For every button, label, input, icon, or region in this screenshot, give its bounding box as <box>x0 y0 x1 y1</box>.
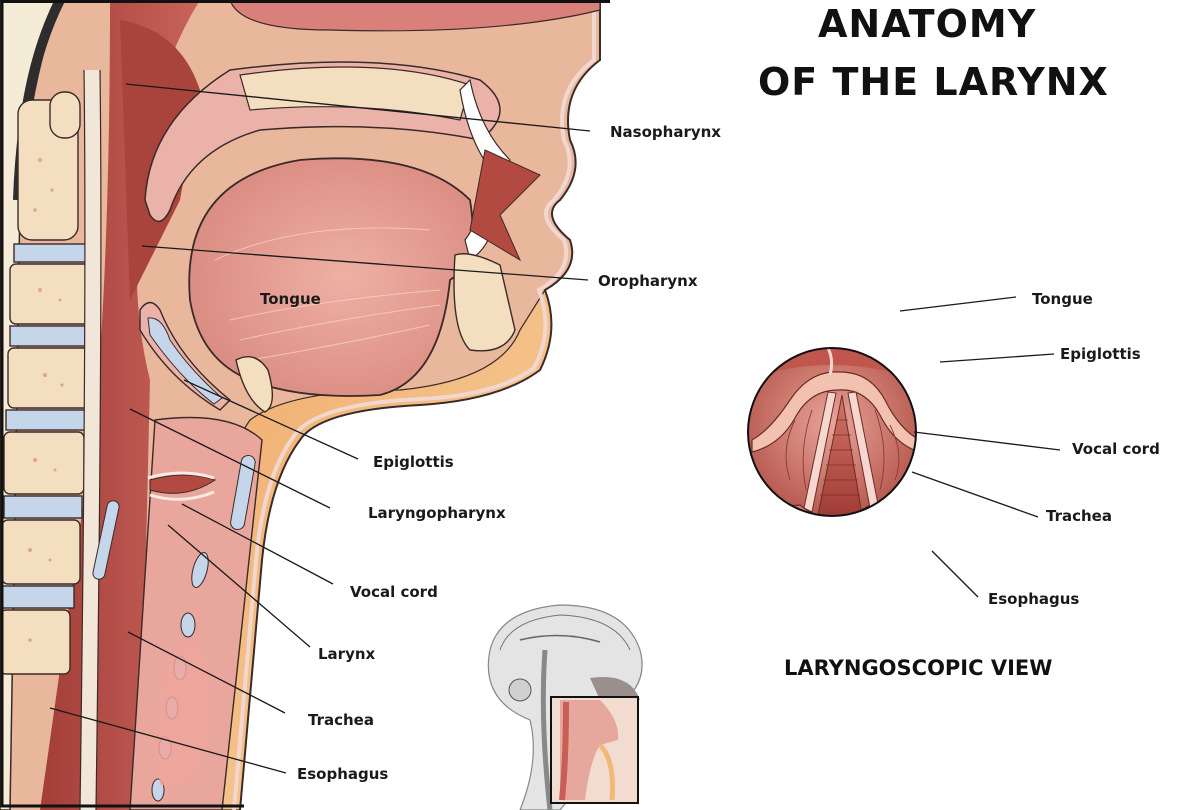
scope-label-trachea: Trachea <box>1046 507 1112 525</box>
label-larynx: Larynx <box>318 645 376 663</box>
scope-label-tongue: Tongue <box>1032 290 1093 308</box>
label-trachea: Trachea <box>308 711 374 729</box>
scope-label-epiglottis: Epiglottis <box>1060 345 1141 363</box>
title-line-1: ANATOMY <box>818 2 1037 46</box>
inset-head-thumbnail <box>487 604 643 810</box>
sagittal-frame <box>0 0 610 808</box>
laryngoscopic-view-title: LARYNGOSCOPIC VIEW <box>784 656 1053 680</box>
leader-lines-laryngoscopic <box>899 296 1061 598</box>
label-esophagus: Esophagus <box>297 765 389 783</box>
label-epiglottis: Epiglottis <box>373 453 454 471</box>
leader-lines-sagittal <box>49 83 591 774</box>
title-line-2: OF THE LARYNX <box>758 60 1109 104</box>
scope-label-esophagus: Esophagus <box>988 590 1080 608</box>
label-tongue: Tongue <box>260 290 321 308</box>
label-laryngopharynx: Laryngopharynx <box>368 504 506 522</box>
label-oropharynx: Oropharynx <box>598 272 698 290</box>
scope-label-vocal-cord: Vocal cord <box>1072 440 1160 458</box>
laryngoscopic-circle <box>747 347 917 517</box>
vertebrae <box>0 91 91 675</box>
sagittal-section <box>0 0 601 810</box>
label-nasopharynx: Nasopharynx <box>610 123 721 141</box>
label-vocal-cord: Vocal cord <box>350 583 438 601</box>
